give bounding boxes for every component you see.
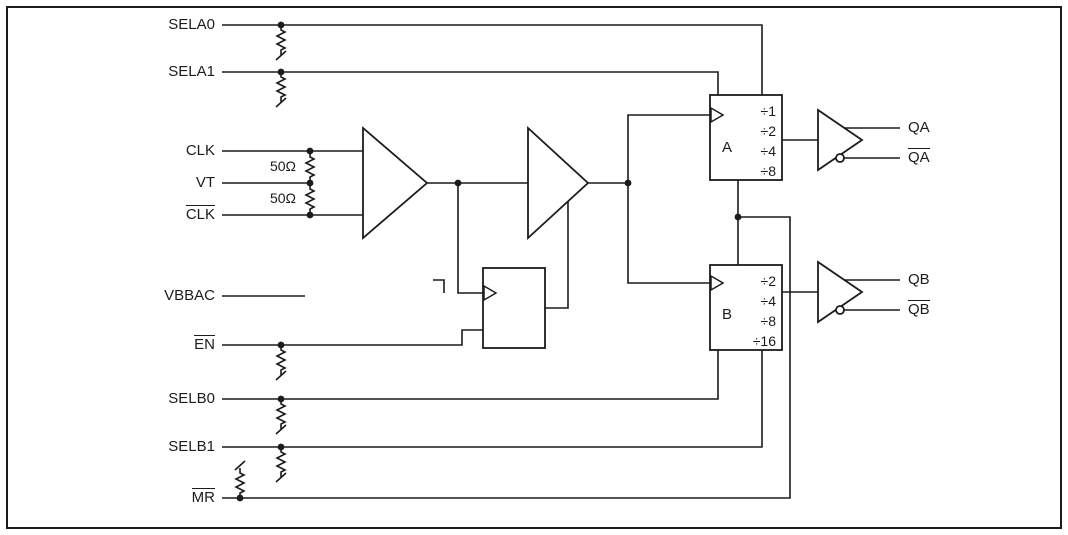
wire-sela1 [222,71,719,95]
pin-label-selb1: SELB1 [168,438,215,455]
divider-a-box [709,94,783,181]
pin-label-vt: VT [195,174,215,191]
divider-b-box [709,264,783,351]
wire-latch-to-buffer2-enable [545,201,569,309]
pin-label-clk: CLK [185,142,215,159]
pin-label-sela0: SELA0 [168,16,215,33]
input-buffer-triangle [362,126,429,240]
pulldown-resistor-sela0 [275,25,287,61]
wire-sela0 [222,24,763,95]
output-label-qa-bar-text: QA [908,148,930,166]
divider-b-ratio-2: ÷4 [760,293,776,309]
pin-label-selb0: SELB0 [168,390,215,407]
output-label-qa: QA [908,119,930,136]
wire-clock-to-latch [457,183,483,294]
pin-label-clk-bar-text: CLK [185,205,215,223]
pullup-resistor-mr [234,460,246,498]
enable-latch-box [482,267,546,349]
pin-label-en-bar-text: EN [194,335,215,353]
pulldown-resistor-en [275,345,287,381]
diagram-border [6,6,1062,529]
pin-label-mr-bar-text: MR [191,488,215,506]
divider-b-label: B [721,306,732,323]
wire-clock-to-divider-b [627,183,710,284]
junction-dot-selb0 [277,395,285,403]
junction-dot-vt [306,179,314,187]
pulldown-resistor-selb1 [275,447,287,483]
wire-mr [222,216,791,499]
output-label-qb-bar: QB [908,300,930,319]
inversion-bubble-qb-bar [835,305,845,315]
junction-dots [236,21,742,502]
gating-buffer-triangle [527,125,590,241]
divider-b-ratio-3: ÷8 [760,313,776,329]
divider-a-label: A [721,139,732,156]
junction-dot-mr [236,494,244,502]
junction-dot-sela0 [277,21,285,29]
output-label-qb-bar-text: QB [908,300,930,318]
blocks [362,94,864,351]
resistor-label-50ohm-2: 50Ω [269,190,296,206]
pulldown-resistor-selb0 [275,399,287,435]
wires [222,24,900,499]
output-label-qb: QB [908,271,930,288]
clock-edge-waveform-icon [433,279,445,293]
junction-dot-clk-bar [306,211,314,219]
junction-dot-mr-link [734,213,742,221]
output-label-qa-bar: QA [908,148,930,167]
junction-dot-selb1 [277,443,285,451]
termination-resistor-50ohm-1 [304,151,316,183]
divider-a-ratio-1: ÷1 [760,103,776,119]
pin-label-clk-bar: CLK [155,205,215,224]
divider-b-ratio-1: ÷2 [760,273,776,289]
termination-resistor-50ohm-2 [304,183,316,215]
pin-label-sela1: SELA1 [168,63,215,80]
divider-b-clock-edge-icon [710,274,725,292]
junction-dot-clk [306,147,314,155]
wire-selb1 [222,350,763,448]
wire-selb0 [222,350,719,400]
latch-clock-edge-icon [483,284,498,302]
wire-en-to-latch [222,329,483,346]
junction-dot-sela1 [277,68,285,76]
divider-a-ratio-3: ÷4 [760,143,776,159]
divider-a-ratio-2: ÷2 [760,123,776,139]
junction-dot-en [277,341,285,349]
pulldown-resistor-sela1 [275,72,287,108]
divider-b-ratio-4: ÷16 [752,333,776,349]
wire-clock-to-divider-a [627,114,710,183]
pin-label-mr-bar: MR [155,488,215,507]
pin-label-vbbac: VBBAC [164,287,215,304]
pin-label-en-bar: EN [155,335,215,354]
junction-dot-clock-split [624,179,632,187]
resistor-label-50ohm-1: 50Ω [269,158,296,174]
junction-dot-clock-tap [454,179,462,187]
divider-a-clock-edge-icon [710,106,725,124]
resistors [234,25,316,498]
inversion-bubble-qa-bar [835,153,845,163]
divider-a-ratio-4: ÷8 [760,163,776,179]
